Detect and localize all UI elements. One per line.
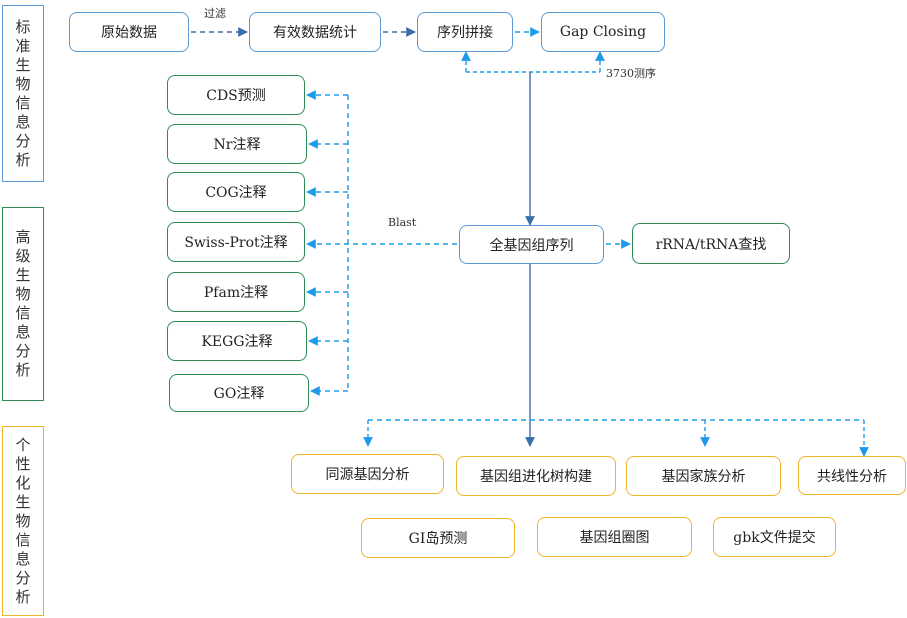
section-advanced: 高级生物信息分析 [2,207,44,401]
section-standard: 标准生物信息分析 [2,5,44,182]
assembly-label: 序列拼接 [437,25,493,41]
personalized-label: 基因组圈图 [579,530,650,546]
personalized-label: 基因家族分析 [661,469,746,485]
annotation-cog: COG注释 [167,172,305,212]
annotation-go: GO注释 [169,374,309,412]
personalized-label: GI岛预测 [408,531,468,547]
sequencing-3730-label: 3730测序 [606,67,656,80]
annotation-label: Pfam注释 [203,285,269,301]
rrna-trna-node: rRNA/tRNA查找 [632,223,790,264]
raw-data-node: 原始数据 [69,12,189,52]
genome-circos-node: 基因组圈图 [537,517,692,557]
annotation-label: CDS预测 [206,88,266,104]
personalized-label: 共线性分析 [817,468,887,485]
rrna-trna-label: rRNA/tRNA查找 [655,236,767,253]
gene-family-node: 基因家族分析 [626,456,781,496]
section-personalized-label: 个性化生物信息分析 [15,435,31,606]
blast-label: Blast [388,216,417,229]
genome-node: 全基因组序列 [459,225,604,264]
gi-island-node: GI岛预测 [361,518,515,558]
collinearity-node: 共线性分析 [798,456,906,495]
annotation-cds: CDS预测 [167,75,305,115]
genome-label: 全基因组序列 [489,237,574,254]
annotation-label: Swiss-Prot注释 [184,235,288,251]
homolog-analysis-node: 同源基因分析 [291,454,444,494]
annotation-nr: Nr注释 [167,124,307,164]
section-personalized: 个性化生物信息分析 [2,426,44,616]
filter-label: 过滤 [204,7,226,20]
annotation-label: COG注释 [205,185,267,201]
gbk-submit-node: gbk文件提交 [713,517,836,557]
personalized-label: 同源基因分析 [325,467,410,483]
section-standard-label: 标准生物信息分析 [15,17,31,169]
annotation-pfam: Pfam注释 [167,272,305,312]
raw-data-label: 原始数据 [101,25,157,41]
section-advanced-label: 高级生物信息分析 [15,228,31,379]
valid-stats-label: 有效数据统计 [273,25,357,41]
personalized-label: 基因组进化树构建 [480,469,592,485]
annotation-kegg: KEGG注释 [167,321,307,361]
annotation-swiss-prot: Swiss-Prot注释 [167,222,305,262]
annotation-label: GO注释 [213,386,265,402]
gap-closing-node: Gap Closing [541,12,665,52]
assembly-node: 序列拼接 [417,12,513,52]
phylo-tree-node: 基因组进化树构建 [456,456,616,496]
annotation-label: Nr注释 [213,137,261,153]
valid-stats-node: 有效数据统计 [249,12,381,52]
personalized-label: gbk文件提交 [733,530,816,546]
gap-closing-label: Gap Closing [559,24,647,40]
annotation-label: KEGG注释 [201,334,273,350]
